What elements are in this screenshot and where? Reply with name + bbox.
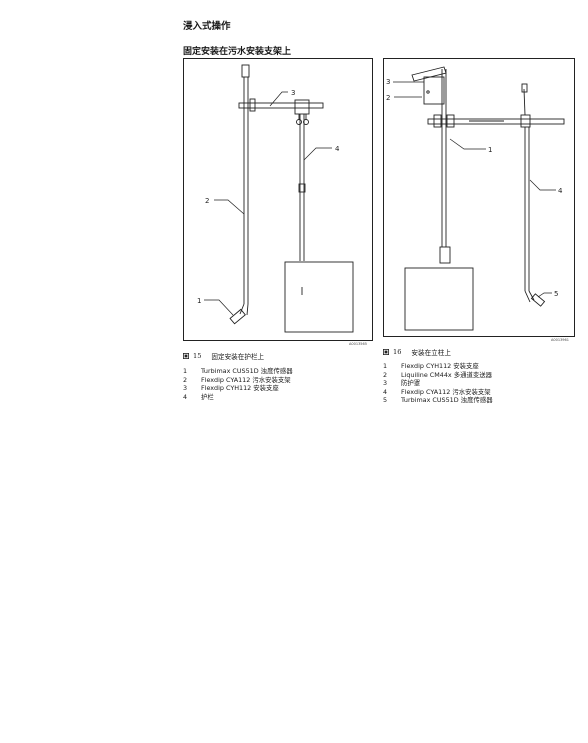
cable [523,88,526,116]
figure-15-id: A0013565 [349,342,367,346]
callout-2: 2 [386,94,390,102]
holder-top-cap [241,64,250,78]
leader-line-1 [449,138,486,150]
figure-15-drawing: 1 2 3 4 [197,64,354,333]
crossbar-clamp-left [249,98,256,112]
leader-line-4 [529,179,556,191]
clamp-knob-left [296,119,302,125]
leader-line-4 [303,147,332,161]
callout-1: 1 [488,146,492,154]
post-foot [439,246,451,264]
leader-line-1 [204,299,234,316]
figure-15-caption-text: 固定安装在护栏上 [211,353,265,361]
figure-16-illustration: 3 2 1 4 5 [383,58,575,337]
figure-15-caption: 15 固定安装在护栏上 [183,351,264,361]
callout-2: 2 [205,197,209,205]
leader-line-5 [537,292,552,298]
section-title: 浸入式操作 [183,21,231,32]
transmitter [423,76,445,105]
basin-box [404,267,474,331]
callout-4: 4 [558,187,563,195]
callout-3: 3 [291,89,295,97]
figure-16-number: 16 [393,348,402,356]
figure-marker-icon [383,349,389,355]
figure-16-caption-text: 安装在立柱上 [411,349,451,357]
callout-1: 1 [197,297,201,305]
callout-3: 3 [386,78,390,86]
callout-4: 4 [335,145,340,153]
sensor-body [229,308,246,325]
figure-marker-icon [183,353,189,359]
figure-16-caption: 16 安装在立柱上 [383,347,451,357]
crossbar [238,102,324,109]
railing-clamp [294,99,310,115]
figure-15-illustration: 1 2 3 4 [183,58,373,341]
crossbar-clamp-right [520,114,531,128]
leader-line-3 [269,91,288,107]
figure-15-number: 15 [193,352,202,360]
subsection-title: 固定安装在污水安装支架上 [183,47,292,57]
crossbar-clamp-left [433,114,442,128]
railing-joint [298,183,306,193]
crossbar [427,118,565,125]
figure-16-id: A0013961 [551,338,569,342]
callout-5: 5 [554,290,558,298]
crossbar-clamp-mid [446,114,455,128]
weather-cover [411,66,447,82]
figure-16-drawing: 3 2 1 4 5 [386,66,565,331]
pipe-bend [239,303,249,316]
leader-line-2 [214,199,245,215]
basin-box [284,261,354,333]
sensor-body [530,293,546,307]
